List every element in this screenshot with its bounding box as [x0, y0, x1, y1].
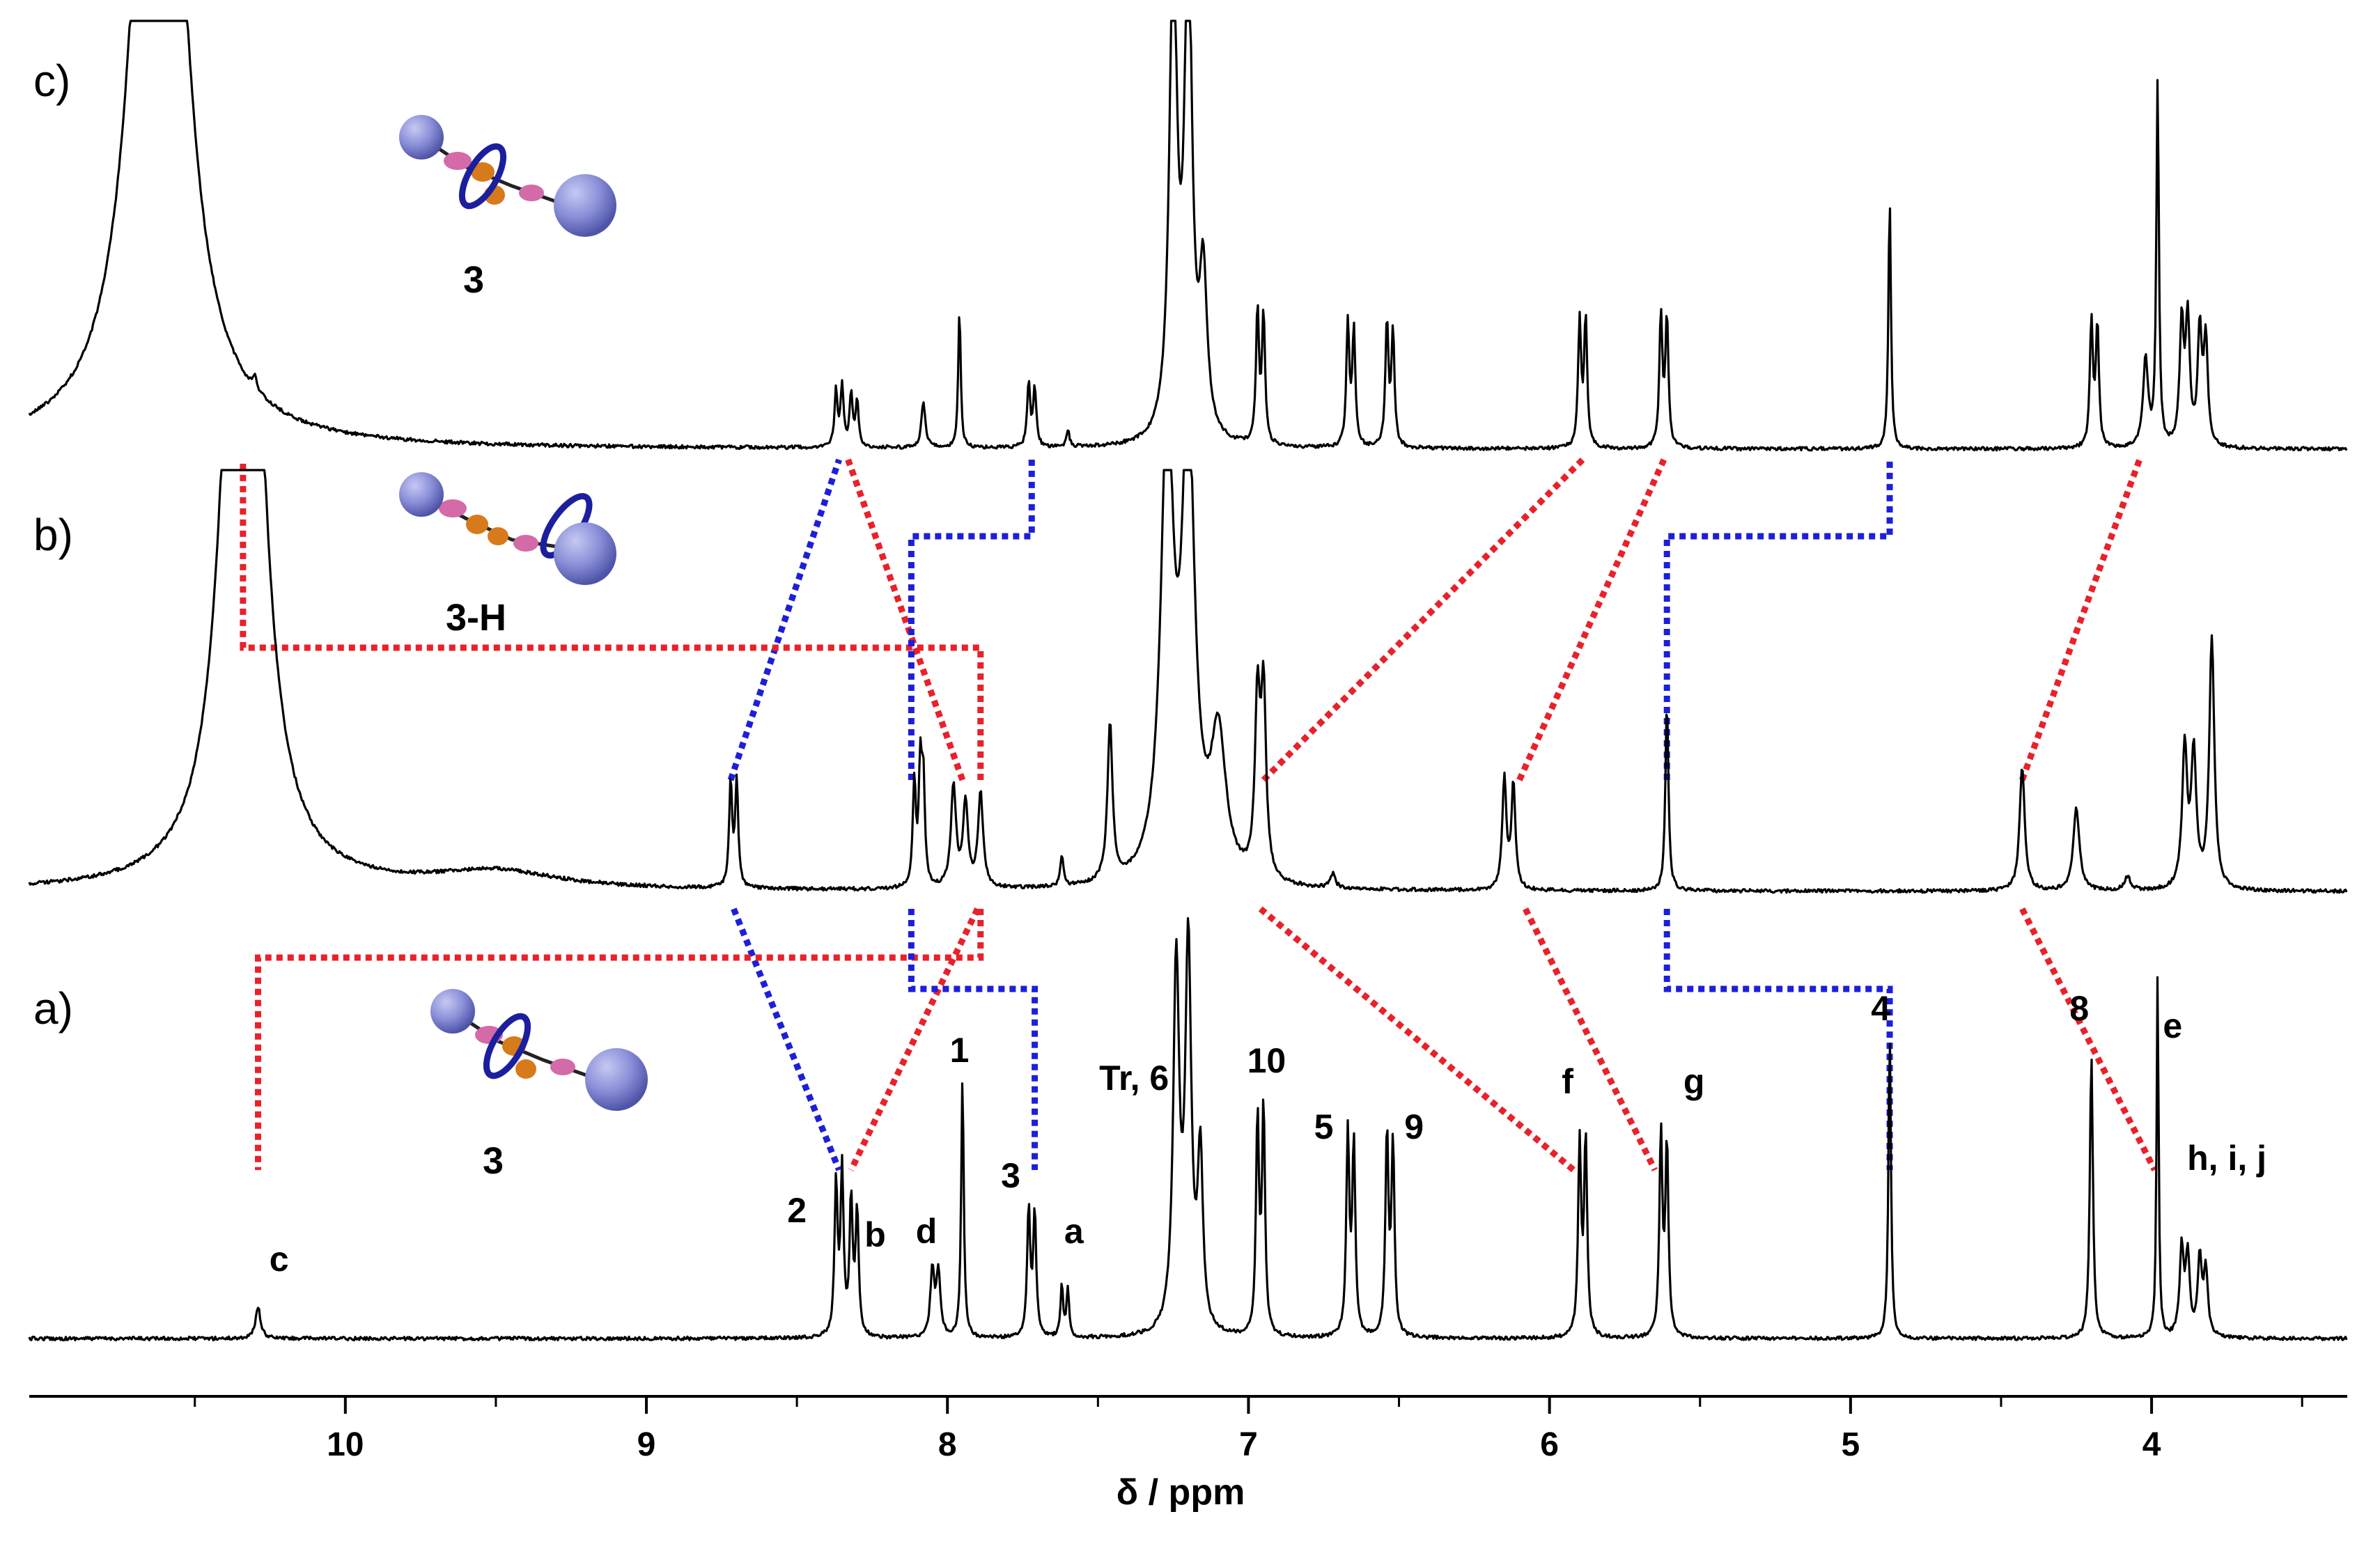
peak-label-13: 4: [1871, 989, 1890, 1028]
peak-label-1: 2: [787, 1191, 807, 1230]
rotaxane-illustration-b: [399, 472, 616, 585]
peak-label-8: 10: [1247, 1041, 1286, 1080]
peak-label-14: 8: [2069, 989, 2089, 1028]
x-tick-label-10: 10: [327, 1426, 364, 1463]
spectrum-trace-a: [28, 917, 2348, 1341]
ab-correlation-7: [2019, 907, 2158, 1172]
peak-label-7: Tr, 6: [1099, 1059, 1169, 1098]
rotaxane-illustration-a: [430, 989, 648, 1111]
compound-label-c: 3: [463, 259, 484, 301]
spectrum-trace-b: [28, 469, 2348, 894]
peak-label-3: d: [916, 1212, 938, 1251]
peak-label-16: h, i, j: [2187, 1139, 2266, 1178]
ab-correlation-4: [1258, 906, 1576, 1173]
bc-correlation-6: [1663, 460, 1893, 780]
spectrum-trace-c: [28, 20, 2348, 452]
spectra-group: [28, 20, 2348, 1341]
bc-correlation-1: [845, 458, 966, 781]
peak-label-4: 1: [950, 1031, 970, 1070]
peak-label-11: f: [1562, 1062, 1573, 1101]
x-tick-label-4: 4: [2142, 1426, 2161, 1463]
peak-label-12: g: [1683, 1062, 1705, 1101]
bc-correlation-7: [2019, 458, 2143, 781]
x-axis: 10 9 8 7 6 5 4: [29, 1395, 2347, 1463]
peak-correlation-lines: [240, 457, 2158, 1173]
x-tick-label-5: 5: [1842, 1426, 1860, 1463]
panel-label-c: c): [33, 56, 70, 106]
x-axis-label: δ / ppm: [1117, 1472, 1245, 1513]
ab-correlation-6: [1663, 909, 1893, 1170]
peak-label-9: 5: [1314, 1107, 1334, 1146]
rotaxane-illustration-c: [399, 115, 616, 237]
bc-correlation-4: [1261, 457, 1585, 783]
panel-label-b: b): [33, 510, 73, 560]
ab-correlation-3: [908, 909, 1039, 1170]
x-tick-label-7: 7: [1239, 1426, 1258, 1463]
bc-correlation-2: [240, 460, 984, 780]
panel-label-a: a): [33, 983, 73, 1034]
bc-correlation-0: [727, 458, 842, 781]
peak-label-2: b: [864, 1215, 886, 1254]
ab-correlation-2: [254, 909, 984, 1170]
x-tick-label-9: 9: [637, 1426, 656, 1463]
ab-correlation-5: [1523, 907, 1658, 1171]
peak-label-15: e: [2163, 1006, 2182, 1045]
x-tick-label-6: 6: [1540, 1426, 1559, 1463]
bc-correlation-5: [1516, 458, 1667, 781]
peak-label-6: a: [1064, 1212, 1084, 1251]
compound-label-a: 3: [483, 1140, 504, 1182]
x-tick-label-8: 8: [938, 1426, 957, 1463]
peak-label-0: c: [270, 1240, 289, 1279]
peak-label-10: 9: [1404, 1107, 1424, 1146]
ab-correlation-0: [731, 907, 842, 1171]
compound-label-b: 3-H: [446, 597, 506, 639]
ab-correlation-1: [848, 907, 981, 1171]
peak-label-5: 3: [1001, 1156, 1020, 1195]
bc-correlation-3: [908, 460, 1035, 780]
